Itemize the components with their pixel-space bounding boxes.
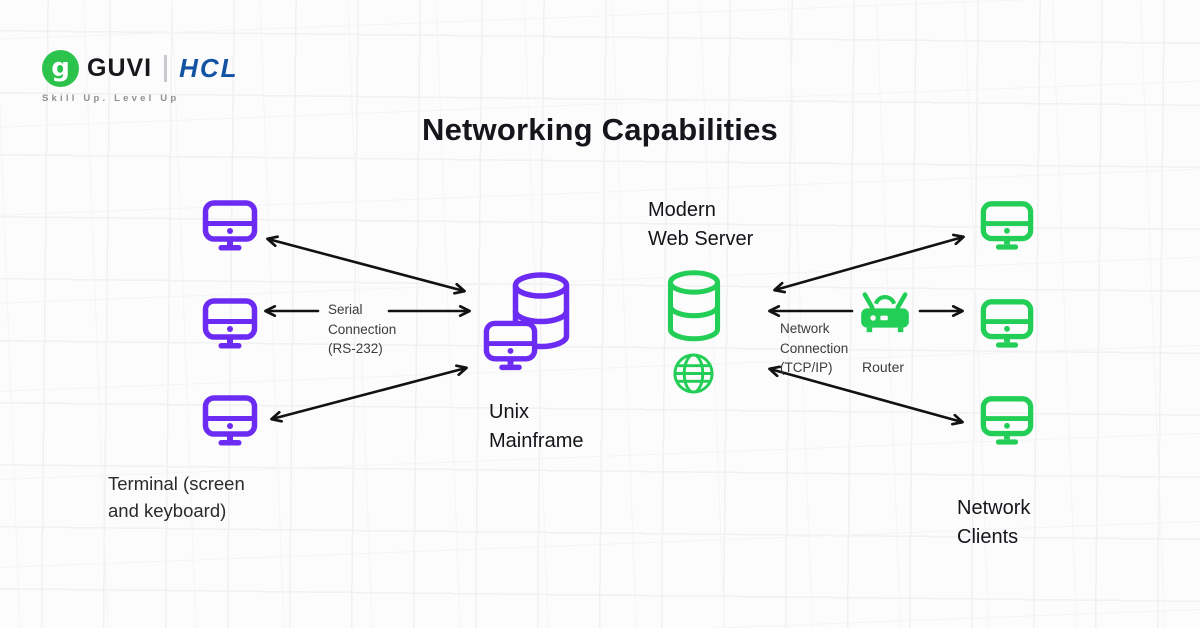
arrow-terminal3-mainframe — [270, 364, 468, 423]
unix-mainframe-label: Unix Mainframe — [489, 401, 584, 452]
guvi-wordmark: GUVI — [87, 54, 153, 82]
client-monitor-icon-1 — [980, 200, 1034, 252]
arrow-server-client1 — [773, 233, 965, 294]
page-title: Networking Capabilities — [422, 112, 778, 147]
globe-icon — [672, 352, 715, 395]
terminal-monitor-icon-2 — [202, 298, 258, 350]
client-monitor-icon-2 — [980, 298, 1034, 350]
terminal-label: Terminal (screen and keyboard) — [108, 473, 245, 521]
hcl-wordmark: HCL — [179, 53, 239, 83]
router-label: Router — [862, 359, 905, 375]
router-icon — [858, 290, 912, 334]
webserver-database-icon — [667, 270, 721, 342]
network-connection-label: Network Connection (TCP/IP) — [780, 321, 849, 375]
serial-connection-label: Serial Connection (RS-232) — [328, 302, 397, 356]
logo-divider — [164, 55, 168, 82]
arrow-terminal1-mainframe — [266, 235, 466, 295]
terminal-monitor-icon-3 — [202, 395, 258, 447]
client-monitor-icon-3 — [980, 395, 1034, 447]
network-clients-label: Network Clients — [957, 497, 1031, 548]
brand-tagline: Skill Up. Level Up — [42, 93, 180, 104]
modern-web-server-label: Modern Web Server — [648, 199, 754, 250]
terminal-monitor-icon-1 — [202, 200, 258, 252]
mainframe-monitor-icon — [483, 320, 538, 372]
guvi-logo-icon: g — [42, 50, 79, 87]
brand-logo: g GUVI HCL Skill Up. Level Up — [42, 50, 239, 104]
